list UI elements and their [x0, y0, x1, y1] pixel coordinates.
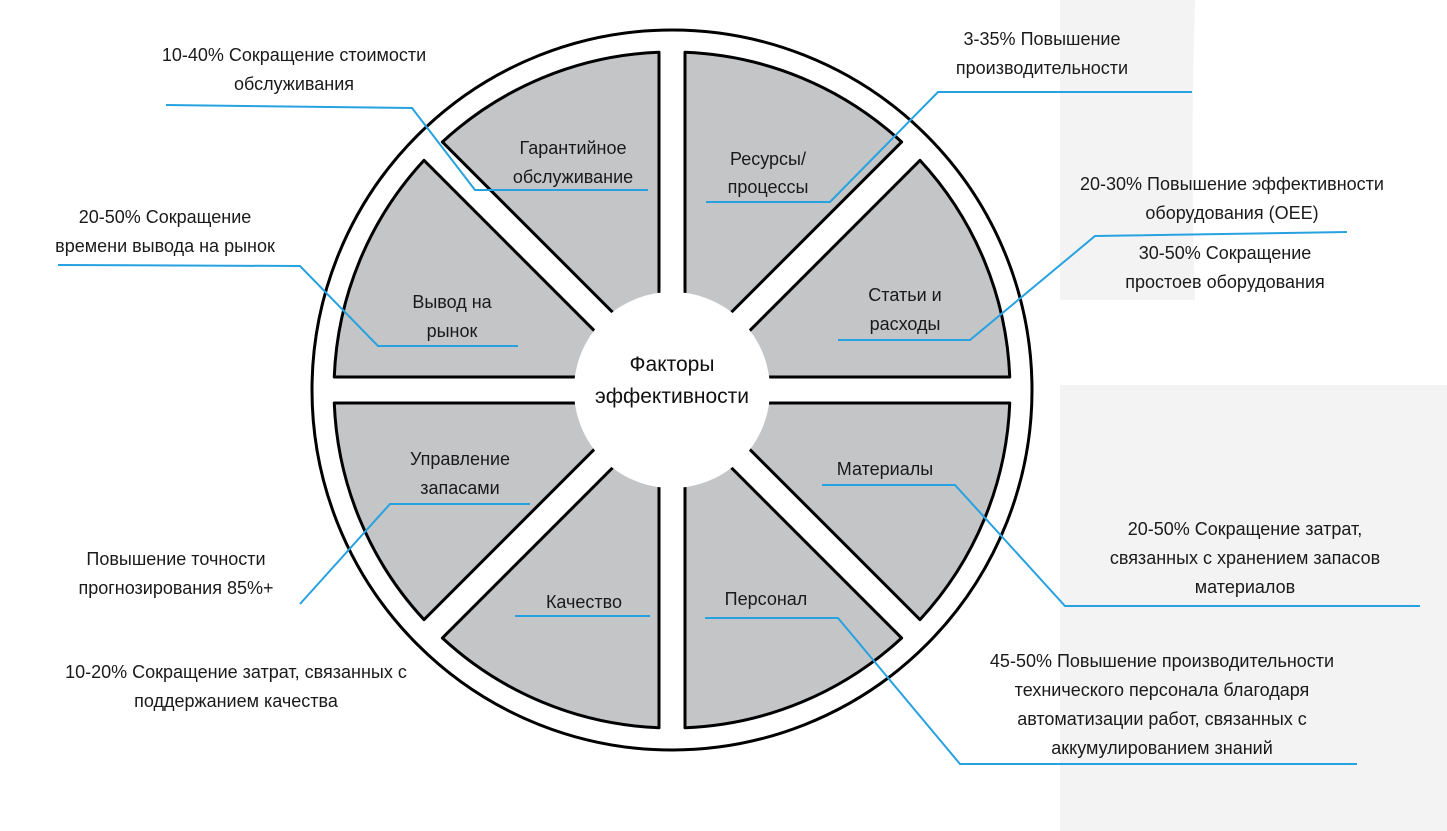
annotation-forecast-2: прогнозирования 85%+: [78, 578, 273, 598]
leader-lines: [57, 91, 1420, 765]
annotation-staff-2: технического персонала благодаря: [1015, 680, 1310, 700]
segment-label-quality: Качество: [546, 592, 622, 612]
annotation-storage-2: связанных с хранением запасов: [1110, 548, 1380, 568]
leader-staff: [705, 617, 1357, 765]
segment-label-materials: Материалы: [837, 459, 933, 479]
center-label-line2: эффективности: [595, 385, 749, 408]
annotation-staff-3: автоматизации работ, связанных с: [1017, 709, 1307, 729]
segment-label-costs-1: Статьи и: [868, 285, 941, 305]
leader-time-to-market: [57, 264, 518, 347]
leader-oee: [838, 231, 1348, 341]
segment-label-resources-1: Ресурсы/: [730, 149, 806, 169]
annotation-downtime-1: 30-50% Сокращение: [1139, 243, 1312, 263]
annotation-time-to-market-1: 20-50% Сокращение: [79, 207, 252, 227]
annotation-staff-4: аккумулированием знаний: [1051, 738, 1273, 758]
segment-label-personnel: Персонал: [725, 589, 808, 609]
annotation-downtime-2: простоев оборудования: [1125, 272, 1325, 292]
annotation-maintenance-1: 10-40% Сокращение стоимости: [162, 45, 426, 65]
segment-label-inventory-1: Управление: [410, 449, 510, 469]
leader-productivity: [706, 91, 1192, 203]
segment-label-inventory-2: запасами: [420, 478, 499, 498]
center-label-line1: Факторы: [630, 353, 715, 376]
leader-storage: [822, 484, 1420, 607]
annotation-oee-1: 20-30% Повышение эффективности: [1080, 174, 1384, 194]
segment-label-market-1: Вывод на: [412, 292, 492, 312]
wheel-segments: [332, 50, 1012, 730]
leader-maintenance: [165, 104, 648, 191]
annotation-productivity-1: 3-35% Повышение: [964, 29, 1121, 49]
segment-label-resources-2: процессы: [728, 177, 809, 197]
segment-label-market-2: рынок: [427, 321, 478, 341]
segment-label-costs-2: расходы: [870, 314, 941, 334]
annotation-oee-2: оборудования (OEE): [1145, 203, 1318, 223]
annotation-time-to-market-2: времени вывода на рынок: [55, 236, 275, 256]
annotation-forecast-1: Повышение точности: [86, 549, 265, 569]
annotation-quality-costs-1: 10-20% Сокращение затрат, связанных с: [65, 662, 407, 682]
annotation-quality-costs-2: поддержанием качества: [134, 691, 339, 711]
leader-forecast: [299, 503, 530, 605]
segment-label-warranty-2: обслуживание: [513, 167, 633, 187]
annotation-staff-1: 45-50% Повышение производительности: [990, 651, 1334, 671]
annotation-maintenance-2: обслуживания: [234, 74, 354, 94]
annotation-storage-3: материалов: [1195, 577, 1295, 597]
watermark-block-bottom: [1060, 385, 1447, 831]
annotation-storage-1: 20-50% Сокращение затрат,: [1128, 519, 1363, 539]
background-watermark: [1060, 0, 1447, 831]
watermark-curve: [1192, 0, 1447, 300]
segment-label-warranty-1: Гарантийное: [519, 138, 626, 158]
center-hub: [574, 292, 770, 488]
annotation-productivity-2: производительности: [956, 58, 1128, 78]
